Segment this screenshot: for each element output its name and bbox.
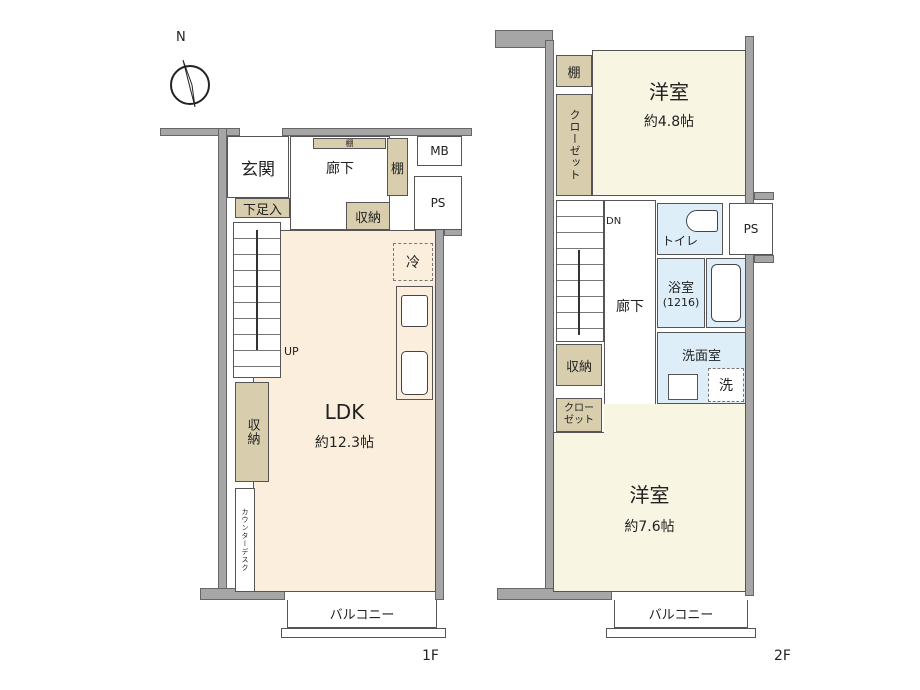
compass-icon	[170, 59, 210, 108]
ldk-size: 約12.3帖	[314, 435, 375, 451]
closet-top: クローゼット	[556, 94, 592, 196]
shelf-top: 棚	[313, 138, 386, 149]
stove-icon	[401, 295, 428, 327]
entrance: 玄関	[227, 136, 289, 198]
sink-icon	[401, 351, 428, 395]
storage-left: 収納	[235, 382, 269, 482]
stair-arrow-down	[578, 250, 580, 335]
pipe-space-2f: PS	[729, 203, 773, 255]
toilet-icon	[686, 210, 718, 232]
counter-desk: カウンターデスク	[235, 488, 255, 592]
storage-hall: 収納	[346, 202, 390, 230]
pipe-space-1f: PS	[414, 176, 462, 230]
hallway-2f: 廊下	[604, 200, 656, 432]
floor-2-label: 2F	[774, 648, 791, 664]
balcony-1f: バルコニー	[287, 600, 437, 628]
ldk-name: LDK	[324, 400, 365, 424]
meter-box: MB	[417, 136, 462, 166]
dn-label: DN	[606, 216, 622, 227]
north-label: N	[176, 30, 186, 45]
staircase-2f	[556, 200, 604, 342]
stair-arrow-up	[256, 230, 258, 350]
storage-2f: 収納	[556, 344, 602, 386]
north-compass	[165, 55, 215, 110]
kitchen-counter	[396, 286, 433, 400]
western-room-1: 洋室 約4.8帖	[592, 50, 746, 196]
balcony-2f: バルコニー	[614, 600, 748, 628]
closet-bottom: クローゼット	[556, 398, 602, 432]
washbasin-icon	[668, 374, 698, 400]
shelf-2f: 棚	[556, 55, 592, 87]
washer-space: 洗	[708, 368, 744, 402]
western-room-2: 洋室 約7.6帖	[553, 432, 746, 592]
fridge-space: 冷	[393, 243, 433, 281]
shelf-side: 棚	[387, 138, 408, 196]
bathtub-icon	[706, 258, 746, 328]
floor-1-label: 1F	[422, 648, 439, 664]
bathroom: 浴室 (1216)	[657, 258, 705, 328]
shoe-storage: 下足入	[235, 198, 290, 218]
up-label: UP	[284, 345, 299, 358]
